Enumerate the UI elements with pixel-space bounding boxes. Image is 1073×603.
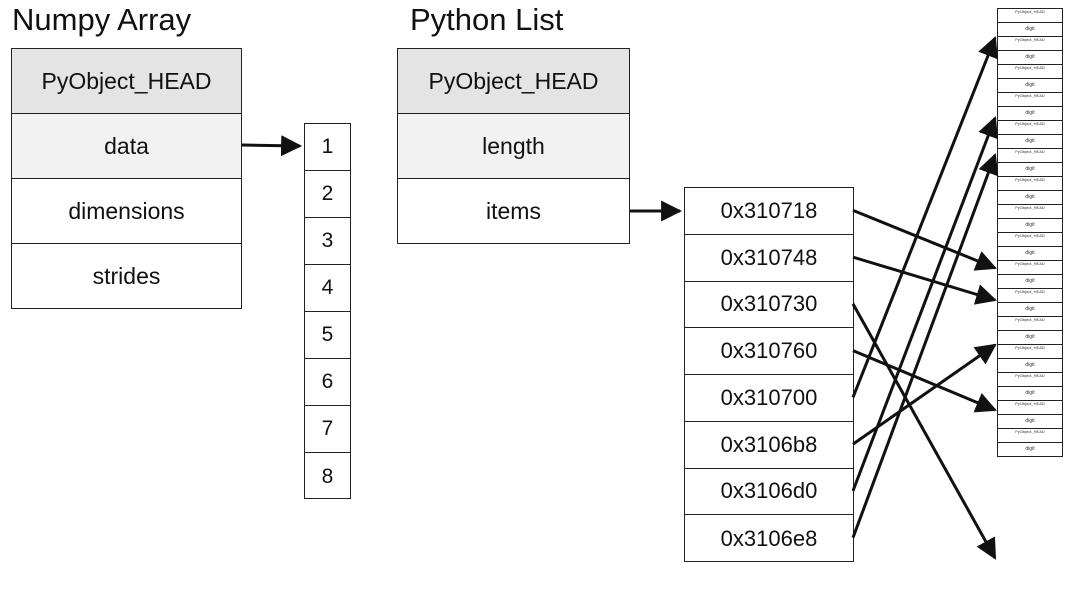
heap-object-value: digit bbox=[1025, 334, 1035, 340]
heap-object-head: PyObject_HEAD bbox=[998, 121, 1062, 135]
list-item-address: 0x310730 bbox=[685, 282, 853, 329]
list-item-pointers: 0x310718 0x310748 0x310730 0x310760 0x31… bbox=[684, 187, 854, 562]
python-list-struct: PyObject_HEAD length items bbox=[397, 48, 630, 244]
list-item-address: 0x310718 bbox=[685, 188, 853, 235]
heap-object-head: PyObject_HEAD bbox=[998, 345, 1062, 359]
numpy-array-struct: PyObject_HEAD data dimensions strides bbox=[11, 48, 242, 309]
numpy-data-value: 3 bbox=[305, 218, 350, 265]
numpy-data-pointer-arrow bbox=[241, 135, 303, 157]
numpy-data-value: 6 bbox=[305, 359, 350, 406]
list-field-length: length bbox=[398, 114, 629, 179]
heap-object-value: digit bbox=[1025, 250, 1035, 256]
heap-object-value: digit bbox=[1025, 306, 1035, 312]
numpy-data-buffer: 1 2 3 4 5 6 7 8 bbox=[304, 123, 351, 499]
list-item-address: 0x3106b8 bbox=[685, 422, 853, 469]
list-item-address: 0x310748 bbox=[685, 235, 853, 282]
heap-object-head: PyObject_HEAD bbox=[998, 401, 1062, 415]
heap-object-head: PyObject_HEAD bbox=[998, 429, 1062, 443]
heap-object-head: PyObject_HEAD bbox=[998, 261, 1062, 275]
numpy-field-pyobject-head: PyObject_HEAD bbox=[12, 49, 241, 114]
python-list-title: Python List bbox=[410, 2, 564, 37]
numpy-field-dimensions: dimensions bbox=[12, 179, 241, 244]
numpy-data-value: 1 bbox=[305, 124, 350, 171]
list-item-pointer-arrow bbox=[851, 36, 998, 398]
heap-object-head: PyObject_HEAD bbox=[998, 37, 1062, 51]
list-item-address: 0x3106d0 bbox=[685, 469, 853, 516]
list-item-pointer-arrow bbox=[851, 153, 999, 539]
heap-object-value: digit bbox=[1025, 166, 1035, 172]
heap-object-value: digit bbox=[1025, 54, 1035, 60]
heap-object-head: PyObject_HEAD bbox=[998, 233, 1062, 247]
heap-object-value: digit bbox=[1025, 110, 1035, 116]
heap-object-value: digit bbox=[1025, 446, 1035, 452]
numpy-data-value: 5 bbox=[305, 312, 350, 359]
heap-object-value: digit bbox=[1025, 222, 1035, 228]
heap-object-value: digit bbox=[1025, 26, 1035, 32]
numpy-data-value: 7 bbox=[305, 406, 350, 453]
heap-object-head: PyObject_HEAD bbox=[998, 149, 1062, 163]
list-item-pointer-arrow bbox=[852, 208, 997, 271]
list-field-pyobject-head: PyObject_HEAD bbox=[398, 49, 629, 114]
heap-object-head: PyObject_HEAD bbox=[998, 373, 1062, 387]
heap-object-value: digit bbox=[1025, 362, 1035, 368]
heap-object-head: PyObject_HEAD bbox=[998, 317, 1062, 331]
list-item-pointer-arrow bbox=[851, 303, 997, 560]
numpy-array-title: Numpy Array bbox=[12, 2, 192, 37]
numpy-field-data: data bbox=[12, 114, 241, 179]
list-item-address: 0x310700 bbox=[685, 375, 853, 422]
list-item-pointer-arrow bbox=[852, 255, 998, 305]
list-item-pointer-arrow bbox=[851, 116, 999, 492]
heap-object-value: digit bbox=[1025, 418, 1035, 424]
heap-object-head: PyObject_HEAD bbox=[998, 177, 1062, 191]
heap-object-head: PyObject_HEAD bbox=[998, 93, 1062, 107]
heap-object-head: PyObject_HEAD bbox=[998, 65, 1062, 79]
heap-object-head: PyObject_HEAD bbox=[998, 9, 1062, 23]
numpy-data-value: 8 bbox=[321, 464, 334, 488]
heap-object-value: digit bbox=[1025, 390, 1035, 396]
heap-object-value: digit bbox=[1025, 82, 1035, 88]
numpy-data-value: 2 bbox=[305, 171, 350, 218]
list-field-items: items bbox=[486, 198, 541, 224]
heap-object-value: digit bbox=[1025, 138, 1035, 144]
list-item-pointer-arrow bbox=[852, 349, 997, 413]
list-item-address: 0x3106e8 bbox=[720, 525, 818, 551]
list-item-address: 0x310760 bbox=[685, 328, 853, 375]
heap-object-value: digit bbox=[1025, 194, 1035, 200]
numpy-field-strides: strides bbox=[92, 263, 161, 289]
heap-object-value: digit bbox=[1025, 278, 1035, 284]
numpy-data-value: 4 bbox=[305, 265, 350, 312]
heap-object-head: PyObject_HEAD bbox=[998, 289, 1062, 303]
heap-object-head: PyObject_HEAD bbox=[998, 205, 1062, 219]
